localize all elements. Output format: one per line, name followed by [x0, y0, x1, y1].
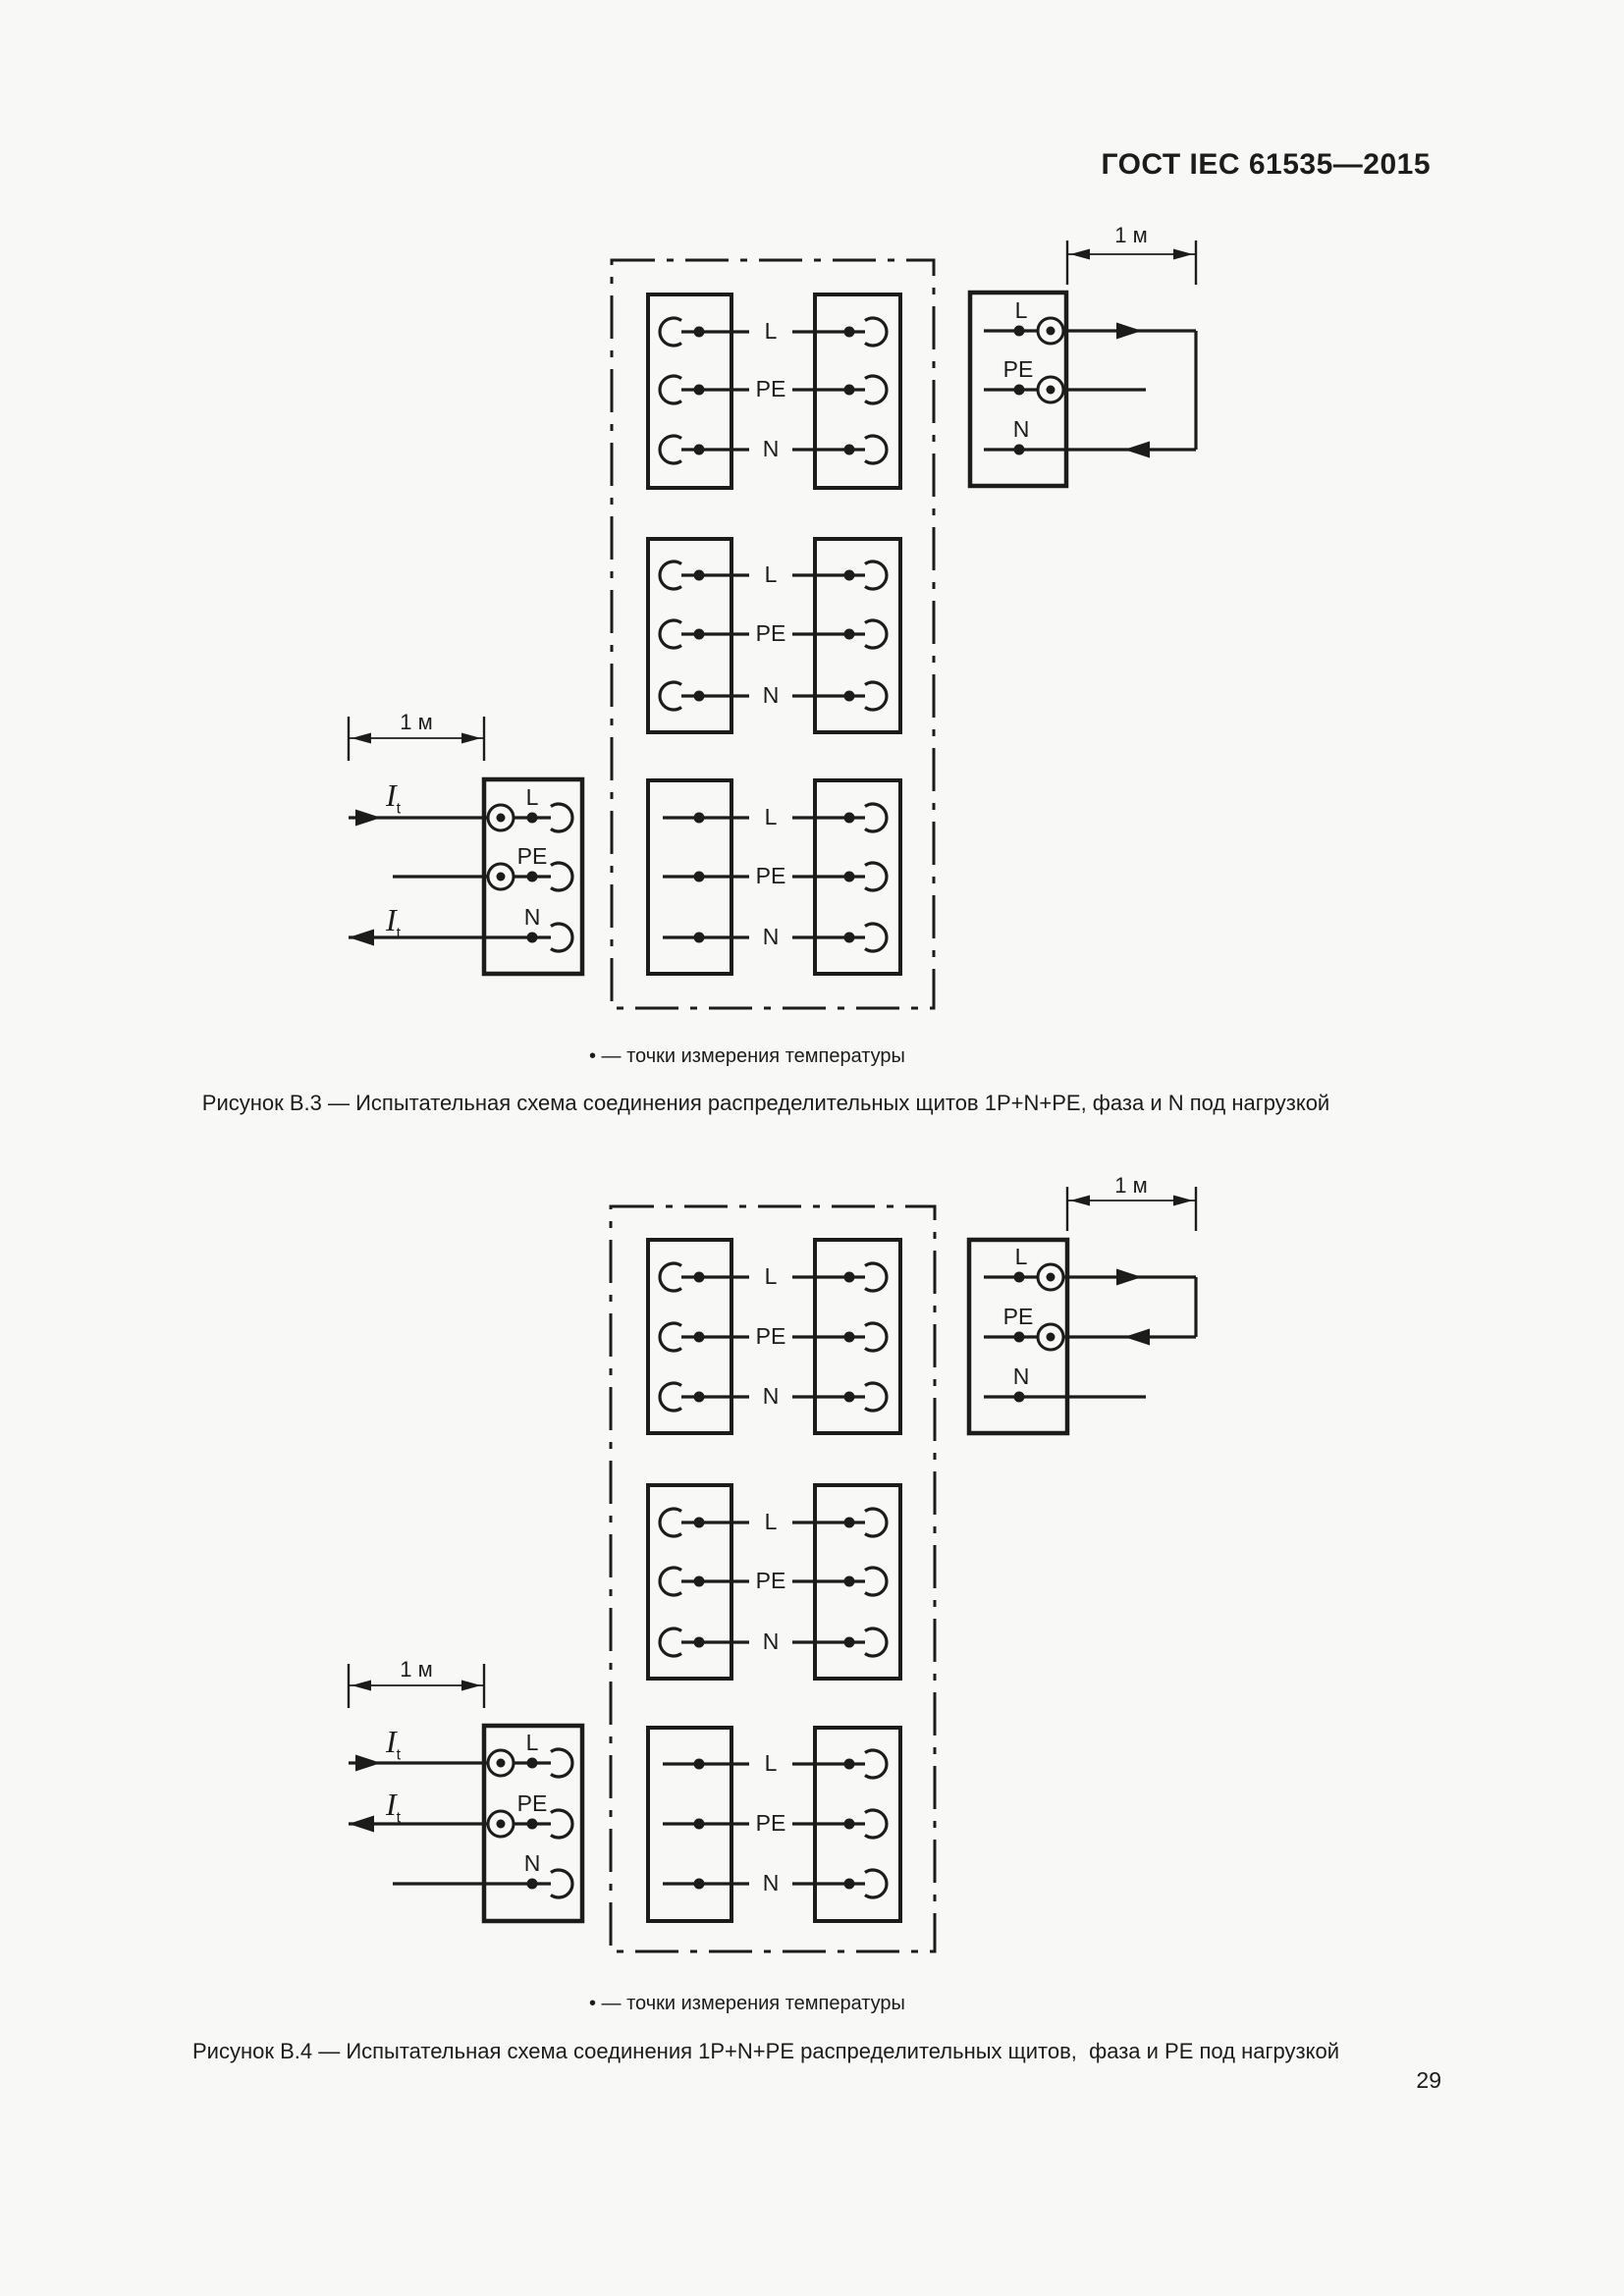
figure-b3-diagram [347, 240, 1198, 1010]
feed-block-b4 [481, 1723, 585, 1924]
conductor-label-l: L [764, 1509, 778, 1534]
conductor-label-pe: PE [755, 1323, 786, 1349]
conductor-label-pe: PE [516, 843, 548, 869]
conductor-label-l: L [764, 804, 778, 829]
switchboard-block [813, 1238, 902, 1435]
load-loop-block-b4 [966, 1237, 1070, 1436]
page-number: 29 [1416, 2067, 1441, 2093]
conductor-label-pe: PE [755, 1810, 786, 1836]
conductor-label-pe: PE [1002, 1304, 1034, 1329]
conductor-label-l: L [525, 1730, 539, 1755]
dimension-label-1m: 1 м [400, 710, 433, 734]
test-current-label: It [386, 1787, 401, 1826]
switchboard-block [646, 1238, 733, 1435]
current-symbol: I [386, 1724, 397, 1759]
switchboard-block [646, 293, 733, 490]
caption-b4: Рисунок В.4 — Испытательная схема соедин… [191, 2039, 1340, 2063]
legend-b4: • — точки измерения температуры [589, 1993, 905, 2014]
wires-b4 [349, 1275, 1198, 1886]
conductor-label-l: L [1014, 297, 1028, 323]
conductor-label-pe: PE [755, 1568, 786, 1593]
conductor-label-l: L [764, 1750, 778, 1776]
blocks-b3 [481, 290, 1069, 977]
dimension-label-1m: 1 м [1114, 223, 1148, 247]
dimension-label-1m: 1 м [1114, 1173, 1148, 1198]
dimension-lines-b3 [347, 240, 1198, 761]
conductor-label-l: L [525, 784, 539, 810]
conductor-label-n: N [762, 924, 780, 949]
load-loop-block-b3 [967, 290, 1069, 489]
conductor-label-n: N [1012, 1363, 1030, 1389]
switchboard-block [646, 1726, 733, 1923]
conductor-label-pe: PE [755, 863, 786, 888]
switchboard-block [813, 778, 902, 976]
switchboard-block [813, 537, 902, 734]
conductor-label-n: N [762, 1629, 780, 1654]
dimension-lines-b4 [347, 1187, 1198, 1708]
test-enclosure-b3 [610, 258, 936, 1010]
conductor-label-n: N [762, 682, 780, 708]
conductor-label-pe: PE [755, 620, 786, 646]
current-subscript: t [396, 925, 402, 942]
conductor-label-n: N [523, 1850, 541, 1876]
legend-b3: • — точки измерения температуры [589, 1045, 905, 1067]
switchboard-block [813, 1726, 902, 1923]
current-subscript: t [396, 1809, 402, 1827]
current-subscript: t [396, 1746, 402, 1764]
current-symbol: I [386, 902, 397, 937]
dimension-label-1m: 1 м [400, 1657, 433, 1682]
standard-header: ГОСТ IEC 61535—2015 [1101, 148, 1431, 181]
conductor-label-n: N [762, 436, 780, 461]
conductor-label-pe: PE [516, 1790, 548, 1816]
conductor-label-n: N [762, 1383, 780, 1409]
current-subscript: t [396, 800, 402, 818]
test-current-label: It [386, 902, 401, 941]
wires-b3 [349, 329, 1198, 939]
figure-b4-diagram [347, 1187, 1198, 1953]
current-arrows-b4 [349, 1268, 1150, 1833]
conductor-label-n: N [523, 904, 541, 930]
switchboard-block [646, 778, 733, 976]
switchboard-block [646, 1483, 733, 1681]
test-current-label: It [386, 1724, 401, 1763]
conductor-label-l: L [764, 561, 778, 587]
conductor-label-pe: PE [755, 376, 786, 401]
conductor-label-l: L [764, 318, 778, 344]
switchboard-block [813, 1483, 902, 1681]
feed-block-b3 [481, 776, 585, 977]
blocks-b4 [481, 1237, 1070, 1924]
conductor-label-n: N [1012, 416, 1030, 442]
switchboard-block [813, 293, 902, 490]
conductor-label-n: N [762, 1870, 780, 1896]
test-current-label: It [386, 777, 401, 817]
switchboard-block [646, 537, 733, 734]
conductor-label-pe: PE [1002, 356, 1034, 382]
current-symbol: I [386, 1787, 397, 1822]
current-symbol: I [386, 777, 397, 813]
conductor-label-l: L [1014, 1244, 1028, 1269]
conductor-label-l: L [764, 1263, 778, 1289]
caption-b3: Рисунок В.3 — Испытательная схема соедин… [201, 1091, 1330, 1115]
test-enclosure-b4 [609, 1204, 937, 1953]
